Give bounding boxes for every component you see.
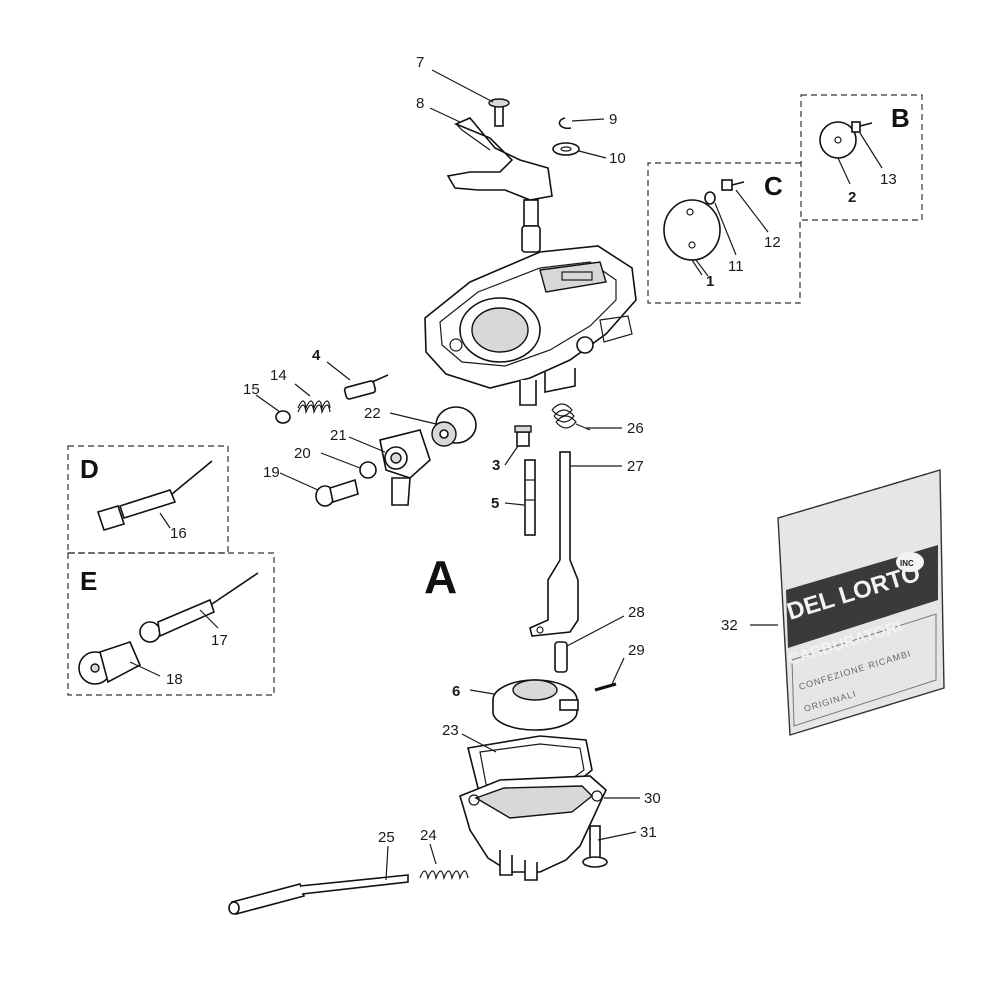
section-label-e: E (80, 566, 97, 596)
pilot-spring (297, 400, 331, 415)
needle-valve (554, 641, 568, 673)
label-8: 8 (416, 95, 424, 112)
carburetor-body (424, 245, 637, 406)
banjo-bolt (315, 478, 359, 507)
lock-washer (704, 191, 716, 205)
o-ring (275, 410, 291, 424)
label-6: 6 (452, 683, 460, 700)
label-12: 12 (764, 234, 781, 251)
label-17: 17 (211, 632, 228, 649)
e-clip (558, 117, 572, 130)
leader-lines (129, 69, 883, 881)
label-9: 9 (609, 111, 617, 128)
section-b-box (800, 94, 923, 221)
washer (552, 142, 580, 156)
banjo-washer (359, 461, 377, 479)
throttle-lever-assembly (446, 98, 553, 253)
label-25: 25 (378, 829, 395, 846)
fuel-filter (431, 406, 477, 447)
label-30: 30 (644, 790, 661, 807)
float (492, 679, 579, 731)
label-13: 13 (880, 171, 897, 188)
emulsion-tube (524, 459, 536, 536)
label-24: 24 (420, 827, 437, 844)
disc-screw-c (721, 179, 745, 191)
section-label-b: B (891, 103, 910, 133)
idle-adjust-screw (228, 874, 409, 915)
throttle-disc-b (819, 121, 857, 159)
bag-badge: INC (900, 559, 914, 568)
pilot-screw (343, 374, 389, 400)
float-pin (594, 682, 617, 692)
label-2: 2 (848, 189, 856, 206)
label-5: 5 (491, 495, 499, 512)
label-15: 15 (243, 381, 260, 398)
label-32: 32 (721, 617, 738, 634)
label-22: 22 (364, 405, 381, 422)
mixture-screw-d (96, 460, 213, 531)
label-16: 16 (170, 525, 187, 542)
main-jet (514, 425, 532, 447)
section-label-a: A (424, 551, 457, 603)
disc-screw-b (851, 121, 873, 133)
label-7: 7 (416, 54, 424, 71)
label-18: 18 (166, 671, 183, 688)
section-label-c: C (764, 171, 783, 201)
section-label-d: D (80, 454, 99, 484)
float-pin-lever (529, 451, 579, 637)
section-c-box (647, 162, 801, 304)
float-bowl (459, 775, 607, 881)
label-1: 1 (706, 273, 714, 290)
section-e-box (67, 552, 275, 696)
part-numbers: 7 8 9 10 1 11 12 2 13 4 14 15 22 21 20 1… (166, 54, 897, 846)
label-27: 27 (627, 458, 644, 475)
label-29: 29 (628, 642, 645, 659)
label-31: 31 (640, 824, 657, 841)
label-19: 19 (263, 464, 280, 481)
idle-screw-spring (419, 870, 469, 881)
label-10: 10 (609, 150, 626, 167)
banjo-fitting (379, 429, 431, 506)
label-26: 26 (627, 420, 644, 437)
mixture-screw-e (139, 572, 259, 643)
label-11: 11 (728, 258, 744, 275)
return-spring (551, 403, 591, 431)
label-3: 3 (492, 457, 500, 474)
label-14: 14 (270, 367, 287, 384)
spare-parts-bag: DEL LORTO INC CARBURATORI CONFEZIONE RIC… (777, 469, 945, 736)
section-d-box (67, 445, 229, 554)
label-21: 21 (330, 427, 347, 444)
throttle-disc-c (663, 199, 721, 276)
label-23: 23 (442, 722, 459, 739)
label-20: 20 (294, 445, 311, 462)
label-28: 28 (628, 604, 645, 621)
label-4: 4 (312, 347, 321, 364)
bowl-screw (582, 825, 608, 868)
adjuster-knob (78, 641, 142, 685)
